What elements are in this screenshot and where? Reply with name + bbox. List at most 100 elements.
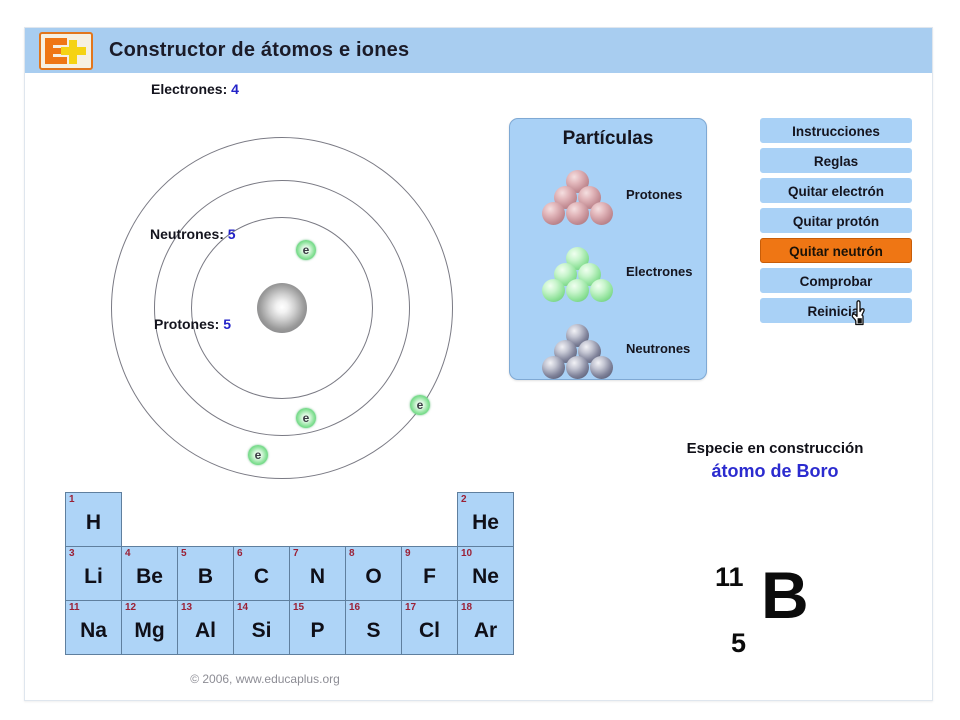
particle-sphere (566, 202, 589, 225)
element-symbol: N (309, 565, 326, 588)
outer-shell-orbit (111, 137, 453, 479)
instrucciones-button[interactable]: Instrucciones (760, 118, 912, 143)
particle-sphere (542, 279, 565, 302)
particle-label-protones: Protones (626, 187, 683, 202)
reglas-button[interactable]: Reglas (760, 148, 912, 173)
electron-cluster-icon[interactable] (542, 247, 614, 305)
element-symbol: Na (80, 619, 107, 642)
particle-row-electrones[interactable]: Electrones (510, 244, 706, 310)
element-symbol: C (253, 565, 270, 588)
periodic-table-gap (177, 492, 234, 547)
particles-panel: Partículas Protones Electrones Neutrones (509, 118, 707, 380)
atomic-number: 4 (125, 548, 131, 559)
periodic-table-gap (233, 492, 290, 547)
proton-cluster-icon[interactable] (542, 170, 614, 228)
particle-sphere (566, 356, 589, 379)
particle-sphere (590, 356, 613, 379)
element-symbol: O (365, 565, 382, 588)
atomic-number: 10 (461, 548, 473, 559)
particle-sphere (590, 202, 613, 225)
app-header: Constructor de átomos e iones (25, 28, 932, 73)
element-symbol: Si (251, 619, 272, 642)
electron-4-icon[interactable]: e (410, 395, 430, 415)
comprobar-button[interactable]: Comprobar (760, 268, 912, 293)
atomic-number: 12 (125, 602, 137, 613)
atomic-number: 16 (349, 602, 361, 613)
atomic-number: 14 (237, 602, 249, 613)
element-symbol: Cl (419, 619, 440, 642)
particle-row-protones[interactable]: Protones (510, 167, 706, 233)
quitar-proton-button[interactable]: Quitar protón (760, 208, 912, 233)
element-symbol: P (310, 619, 325, 642)
nucleus-icon (257, 283, 307, 333)
element-symbol: Mg (134, 619, 165, 642)
particle-sphere (590, 279, 613, 302)
particle-label-neutrones: Neutrones (626, 341, 691, 356)
species-value: átomo de Boro (711, 461, 839, 481)
atomic-number: 13 (181, 602, 193, 613)
isotope-atomic-number: 5 (731, 628, 747, 658)
electron-3-icon[interactable]: e (248, 445, 268, 465)
periodic-table-gap (401, 492, 458, 547)
particle-label-electrones: Electrones (626, 264, 693, 279)
element-symbol: Be (136, 565, 163, 588)
atomic-number: 6 (237, 548, 243, 559)
periodic-table-gap (289, 492, 346, 547)
element-symbol: S (366, 619, 381, 642)
species-label: Especie en construcción (686, 440, 864, 457)
element-symbol: F (423, 565, 436, 588)
neutron-cluster-icon[interactable] (542, 324, 614, 382)
protones-text: Protones: (154, 316, 220, 332)
protones-value: 5 (223, 316, 232, 332)
electrones-count-label: Electrones: 4 (151, 81, 239, 97)
particle-sphere (542, 356, 565, 379)
logo-svg (45, 38, 86, 64)
inner-shell-orbit (191, 217, 373, 399)
middle-shell-orbit (154, 180, 410, 436)
quitar-electron-button[interactable]: Quitar electrón (760, 178, 912, 203)
atomic-number: 15 (293, 602, 305, 613)
atomic-number: 11 (69, 602, 80, 613)
particle-row-neutrones[interactable]: Neutrones (510, 321, 706, 387)
electrones-text: Electrones: (151, 81, 228, 97)
particle-sphere (566, 279, 589, 302)
educaplus-e-plus-logo-icon (39, 32, 93, 70)
neutrones-count-label: Neutrones: 5 (150, 226, 236, 242)
atom-diagram: Electrones: 4 Neutrones: 5 Protones: 5 e… (25, 73, 505, 493)
page-title: Constructor de átomos e iones (109, 39, 410, 61)
element-symbol: B (197, 565, 214, 588)
electron-1-icon[interactable]: e (296, 240, 316, 260)
reiniciar-button[interactable]: Reiniciar (760, 298, 912, 323)
electron-2-icon[interactable]: e (296, 408, 316, 428)
neutrones-text: Neutrones: (150, 226, 224, 242)
atomic-number: 18 (461, 602, 473, 613)
periodic-table-gap (345, 492, 402, 547)
atomic-number: 9 (405, 548, 411, 559)
atomic-number: 7 (293, 548, 299, 559)
neutrones-value: 5 (227, 226, 236, 242)
isotope-notation: 11 5 B (685, 552, 875, 662)
quitar-neutron-button[interactable]: Quitar neutrón (760, 238, 912, 263)
